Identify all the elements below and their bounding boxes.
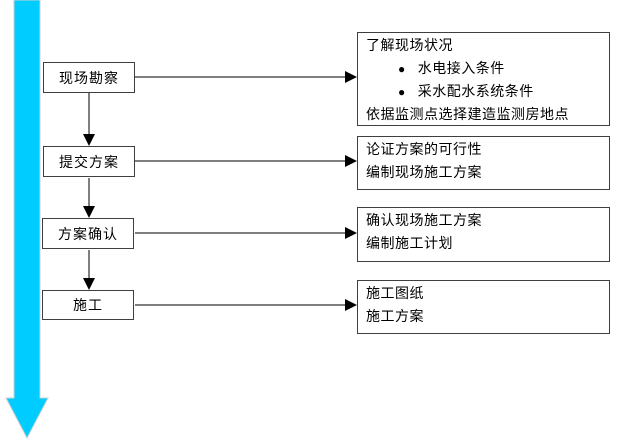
detail-line: 确认现场施工方案 [366, 210, 601, 233]
arrowhead-right-icon [345, 71, 357, 83]
step-label: 提交方案 [59, 155, 119, 171]
detail-text: 确认现场施工方案 [366, 214, 482, 229]
step-box-site-survey: 现场勘察 [43, 62, 135, 93]
detail-box-construction: 施工图纸 施工方案 [357, 280, 610, 334]
arrowhead-right-icon [345, 299, 357, 311]
bullet-icon: ● [398, 85, 406, 99]
step-box-construction: 施工 [42, 290, 134, 320]
vertical-connector-2 [88, 178, 90, 206]
horizontal-connector-4 [135, 304, 345, 306]
arrowhead-right-icon [345, 155, 357, 167]
detail-text: 施工图纸 [366, 287, 424, 302]
detail-line: ● 采水配水系统条件 [366, 81, 601, 104]
step-box-submit-plan: 提交方案 [43, 146, 135, 177]
detail-text: 论证方案的可行性 [366, 143, 482, 158]
arrowhead-right-icon [345, 227, 357, 239]
horizontal-connector-3 [135, 232, 345, 234]
step-label: 现场勘察 [59, 71, 119, 87]
arrowhead-down-icon [83, 278, 95, 290]
detail-line: 施工图纸 [366, 283, 601, 306]
horizontal-connector-1 [135, 76, 345, 78]
detail-line: 编制施工计划 [366, 233, 601, 256]
step-label: 方案确认 [58, 227, 118, 243]
detail-line: 论证方案的可行性 [366, 139, 601, 162]
detail-text: 水电接入条件 [417, 62, 505, 77]
detail-text: 编制现场施工方案 [366, 166, 482, 181]
detail-text: 依据监测点选择建造监测房地点 [366, 108, 569, 123]
detail-text: 施工方案 [366, 310, 424, 325]
vertical-connector-1 [88, 93, 90, 134]
step-box-plan-confirm: 方案确认 [42, 218, 134, 249]
detail-line: 编制现场施工方案 [366, 162, 601, 185]
detail-line: ● 水电接入条件 [366, 58, 601, 81]
detail-box-site-survey: 了解现场状况 ● 水电接入条件 ● 采水配水系统条件 依据监测点选择建造监测房地点 [357, 32, 610, 126]
bullet-icon: ● [398, 62, 406, 76]
detail-line: 了解现场状况 [366, 35, 601, 58]
detail-line: 施工方案 [366, 306, 601, 329]
vertical-connector-3 [88, 250, 90, 278]
detail-line: 依据监测点选择建造监测房地点 [366, 104, 601, 127]
detail-text: 采水配水系统条件 [417, 85, 534, 100]
detail-box-plan-confirm: 确认现场施工方案 编制施工计划 [357, 207, 610, 262]
step-label: 施工 [73, 299, 103, 314]
detail-text: 了解现场状况 [366, 39, 453, 54]
arrowhead-down-icon [83, 206, 95, 218]
arrowhead-down-icon [83, 134, 95, 146]
down-arrow [5, 0, 49, 440]
down-arrow-shape [5, 0, 49, 440]
horizontal-connector-2 [135, 160, 345, 162]
detail-box-submit-plan: 论证方案的可行性 编制现场施工方案 [357, 136, 610, 190]
detail-text: 编制施工计划 [366, 237, 453, 252]
